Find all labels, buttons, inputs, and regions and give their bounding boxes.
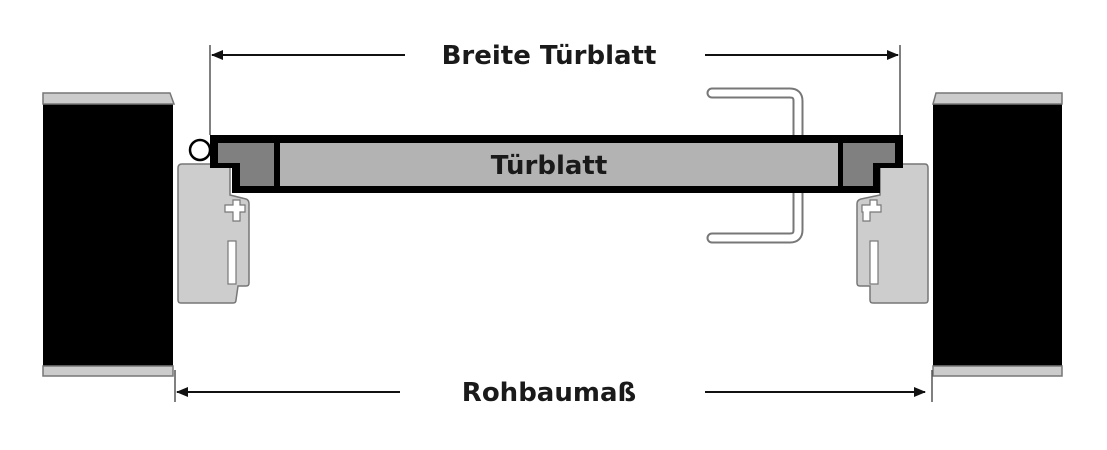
rough-opening-dimension: Rohbaumaß	[174, 370, 933, 408]
right-door-frame	[856, 163, 929, 304]
right-wall	[932, 92, 1063, 377]
hinge-pin-icon	[188, 138, 212, 162]
left-door-frame	[177, 163, 250, 304]
door-width-dimension: Breite Türblatt	[209, 41, 901, 135]
door-leaf-label: Türblatt	[491, 151, 608, 181]
hinge-cross-icon	[224, 199, 246, 222]
door-leaf: Türblatt	[210, 135, 903, 193]
rough-opening-label: Rohbaumaß	[462, 378, 636, 408]
door-width-label: Breite Türblatt	[442, 41, 657, 71]
hinge-cross-icon	[861, 199, 882, 222]
left-wall	[42, 92, 176, 377]
